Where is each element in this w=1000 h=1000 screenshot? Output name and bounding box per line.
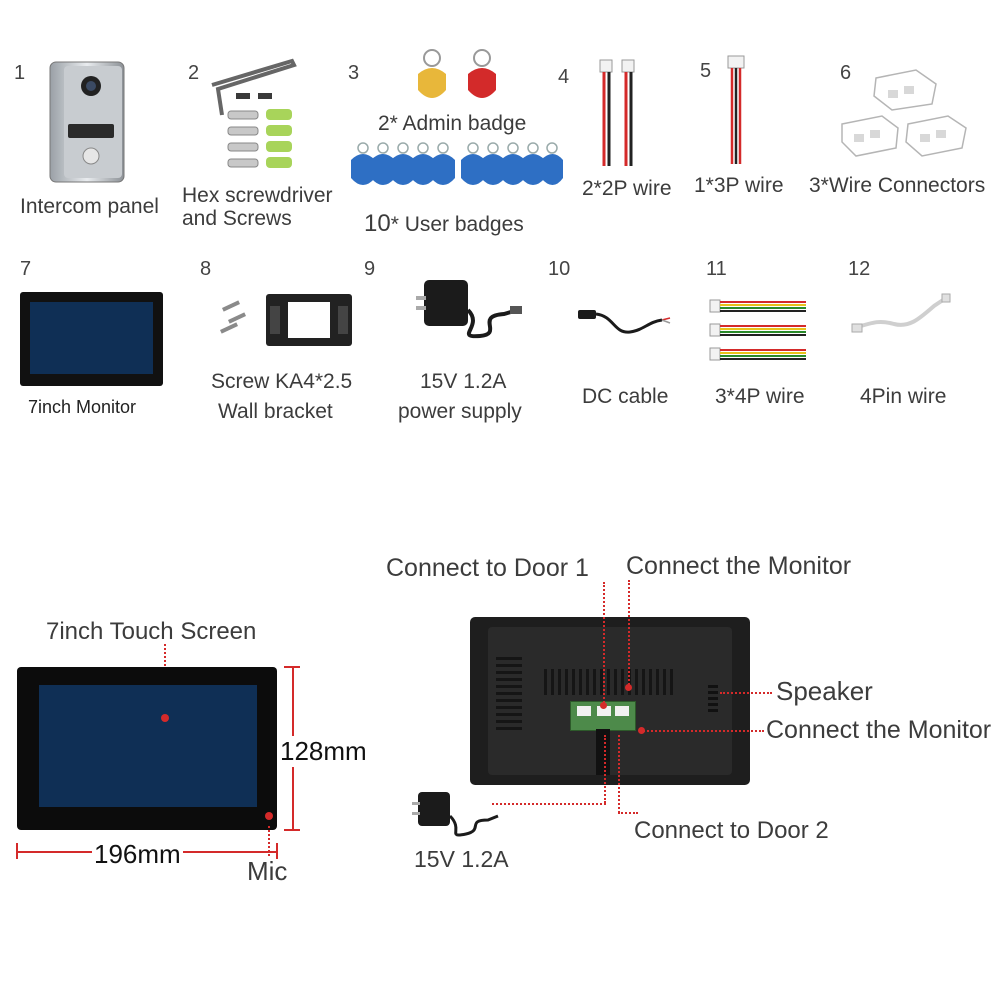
item-label-6: 3*Wire Connectors <box>809 174 986 197</box>
monitor-image <box>20 292 163 386</box>
mic-leader <box>268 826 272 856</box>
monitor-top-leader <box>628 580 632 688</box>
monitor-right-dot <box>638 727 645 734</box>
psu-leader-horizontal <box>492 803 606 805</box>
admin-badges-image <box>418 49 496 98</box>
speaker-leader <box>720 692 772 694</box>
item-number-1: 1 <box>14 62 26 84</box>
item-label-11: 3*4P wire <box>715 385 805 408</box>
item-label-2-line1: Hex screwdriver <box>182 184 333 207</box>
width-tick-right <box>276 843 278 859</box>
item-number-6: 6 <box>840 62 852 84</box>
height-label: 128mm <box>280 736 367 767</box>
four-pin-wire-image <box>709 299 806 361</box>
item-number-9: 9 <box>364 258 376 280</box>
item-label-12: 4Pin wire <box>860 385 947 408</box>
psu-leader-vertical <box>604 735 608 803</box>
four-pin-cable-image <box>851 293 951 333</box>
door2-leader-hook <box>618 812 638 814</box>
item-label-3-top: 2* Admin badge <box>378 112 527 135</box>
height-tick-bottom <box>284 829 300 831</box>
item-number-8: 8 <box>200 258 212 280</box>
user-badges-text: * User badges <box>390 213 524 236</box>
screwdriver-screws-image <box>211 58 297 168</box>
item-label-8-line1: Screw KA4*2.5 <box>211 370 353 393</box>
item-number-12: 12 <box>848 258 871 280</box>
item-label-3-bottom: 10* User badges <box>364 210 524 238</box>
screen-marker-dot <box>161 714 169 722</box>
intercom-panel-image <box>49 61 125 183</box>
door2-leader <box>618 735 622 813</box>
back-power-supply-image <box>412 792 499 837</box>
speaker-grille <box>708 685 718 713</box>
item-label-1: Intercom panel <box>20 195 159 218</box>
psu-label: 15V 1.2A <box>414 846 509 872</box>
item-number-4: 4 <box>558 66 570 88</box>
user-badges-count: 10 <box>364 210 391 237</box>
user-badges-image <box>351 142 563 185</box>
item-label-2-line2: and Screws <box>182 207 292 230</box>
wire-connectors-image <box>841 69 967 157</box>
item-number-10: 10 <box>548 258 571 280</box>
door1-dot <box>600 702 607 709</box>
three-pin-wire-image <box>727 55 745 164</box>
mic-label: Mic <box>247 856 288 886</box>
item-label-5: 1*3P wire <box>694 174 784 197</box>
monitor-right-leader <box>640 730 764 732</box>
power-supply-image <box>416 280 522 339</box>
back-cable-stub <box>596 729 610 775</box>
two-pin-wire-image <box>599 59 635 166</box>
front-monitor-screen <box>39 685 257 807</box>
width-tick-left <box>16 843 18 859</box>
front-monitor <box>17 667 277 830</box>
item-number-11: 11 <box>706 258 727 280</box>
item-number-5: 5 <box>700 60 712 82</box>
item-label-9-line2: power supply <box>398 400 522 423</box>
item-label-8-line2: Wall bracket <box>218 400 333 423</box>
touch-screen-label: 7inch Touch Screen <box>46 618 257 645</box>
item-label-10: DC cable <box>582 385 669 408</box>
item-number-2: 2 <box>188 62 200 84</box>
door2-label: Connect to Door 2 <box>634 817 829 844</box>
monitor-top-dot <box>625 684 632 691</box>
wall-bracket-image <box>219 294 352 346</box>
door1-label: Connect to Door 1 <box>386 554 589 582</box>
dc-cable-image <box>578 310 671 334</box>
back-vent-left <box>496 657 522 731</box>
speaker-label: Speaker <box>776 676 873 706</box>
monitor-top-label: Connect the Monitor <box>626 552 852 580</box>
item-number-7: 7 <box>20 258 32 280</box>
mic-marker-dot <box>265 812 273 820</box>
back-vent-center <box>544 669 676 695</box>
item-label-4: 2*2P wire <box>582 177 672 200</box>
item-number-3: 3 <box>348 62 360 84</box>
item-label-7: 7inch Monitor <box>28 397 137 417</box>
width-label: 196mm <box>92 839 183 870</box>
height-tick-top <box>284 666 300 668</box>
back-monitor <box>470 617 750 785</box>
monitor-right-label: Connect the Monitor <box>766 716 992 744</box>
item-label-9-line1: 15V 1.2A <box>420 370 507 393</box>
door1-leader <box>603 582 607 706</box>
